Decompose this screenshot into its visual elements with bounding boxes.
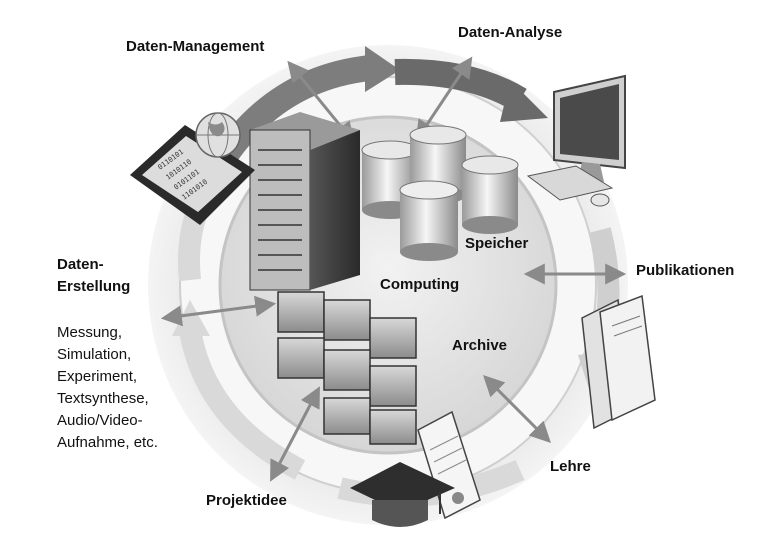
connector-arrow-lehre bbox=[483, 375, 551, 443]
globe-icon bbox=[195, 112, 241, 158]
creation-methods-list: Messung, Simulation, Experiment, Textsyn… bbox=[57, 322, 158, 454]
creation-method-item: Textsynthese, bbox=[57, 390, 149, 407]
label-archive: Archive bbox=[452, 337, 508, 354]
archive-boxes-icon bbox=[277, 291, 417, 445]
cycle-arrowhead-top-left bbox=[365, 46, 400, 92]
cycle-arrowhead-top-right bbox=[500, 80, 548, 122]
keyboard-icon bbox=[526, 165, 614, 201]
connector-arrow-erstellung bbox=[160, 295, 277, 327]
label-daten-analyse: Daten-Analyse bbox=[458, 24, 563, 41]
label-projektidee: Projektidee bbox=[206, 492, 287, 509]
creation-method-item: Messung, bbox=[57, 324, 123, 341]
label-daten-erstellung-line2: Erstellung bbox=[57, 278, 131, 295]
storage-cylinders-icon bbox=[361, 125, 519, 261]
monitor-icon bbox=[553, 74, 626, 182]
creation-method-item: Experiment, bbox=[57, 368, 138, 385]
books-icon bbox=[581, 294, 656, 430]
creation-method-item: Aufnahme, etc. bbox=[57, 434, 158, 451]
mouse-icon bbox=[590, 193, 610, 207]
connector-arrow-projektidee bbox=[270, 386, 320, 482]
connector-arrow-analyse bbox=[415, 56, 473, 142]
creation-method-item: Audio/Video- bbox=[57, 412, 143, 429]
creation-method-item: Simulation, bbox=[57, 346, 132, 363]
label-lehre: Lehre bbox=[550, 458, 591, 475]
label-publikationen: Publikationen bbox=[636, 262, 735, 279]
server-rack-icon bbox=[249, 112, 360, 291]
label-daten-erstellung-line1: Daten- bbox=[57, 256, 104, 273]
label-speicher: Speicher bbox=[465, 235, 529, 252]
label-daten-management: Daten-Management bbox=[126, 38, 265, 55]
graduation-cap-icon bbox=[350, 462, 455, 527]
label-computing: Computing bbox=[380, 276, 460, 293]
